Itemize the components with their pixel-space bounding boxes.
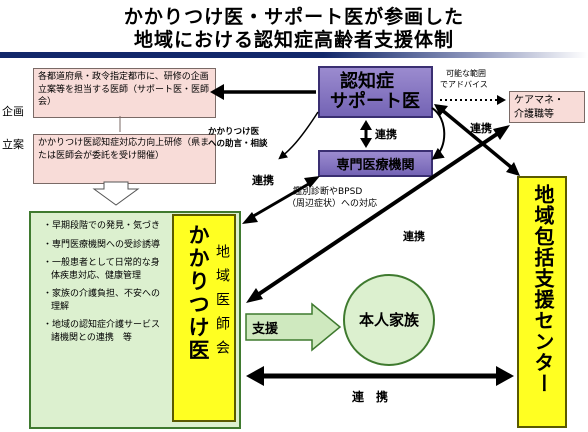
- renkei-label-4: 連 携: [352, 390, 389, 404]
- gp-title: かかりつけ医: [186, 224, 210, 362]
- gp-item-text: 家族の介護負担、不安への理解: [51, 289, 161, 312]
- gp-item-text: 専門医療機関への受診誘導: [52, 239, 161, 250]
- community-center-label: 地域包括支援センター: [531, 184, 555, 394]
- renkei-label-1: 連携: [252, 174, 274, 187]
- gp-item-text: 早期段階での発見・気づき: [52, 221, 161, 231]
- renkei-label-2: 連携: [470, 122, 492, 135]
- hollow-down-arrow: [92, 181, 140, 206]
- arrow-care-gp-diagonal: [246, 125, 510, 303]
- care-manager-line-1: ケアマネ・: [514, 95, 564, 106]
- support-arrow: [245, 302, 342, 352]
- diagnosis-line-2: （周辺症状）への対応: [287, 199, 378, 209]
- training-box: かかりつけ医認知症対応力向上研修（県または医師会が委託を受け開催）: [33, 134, 216, 184]
- advice-label-line-1: 可能な範囲: [446, 69, 486, 78]
- arrow-gp-specialist: [242, 176, 320, 224]
- prefecture-box: 各都道府県・政令指定都市に、研修の企画立案等を担当する医師（サポート医・医師会）: [33, 68, 216, 118]
- shien-label: 支援: [252, 322, 279, 337]
- gp-item-text: 地域の認知症介護サービス諸機関との連携 等: [51, 320, 161, 343]
- gp-item-list: ・早期段階での発見・気づき ・専門医療機関への受診誘導 ・一般患者として日常的な…: [31, 213, 167, 344]
- gp-item-text: 一般患者として日常的な身体疾患対応、健康管理: [51, 258, 160, 281]
- support-doctor-line-2: サポート医: [330, 91, 420, 112]
- curved-arrow-right: [431, 107, 446, 160]
- renkei-label-3: 連携: [403, 230, 425, 243]
- gp-item: ・専門医療機関への受診誘導: [43, 239, 161, 250]
- arrow-gp-center: [246, 366, 514, 386]
- specialist-box: 専門医療機関: [318, 150, 433, 177]
- advice-to-gp-label: かかりつけ医 への助言・相談: [208, 126, 268, 150]
- gp-item: ・一般患者として日常的な身体疾患対応、健康管理: [43, 258, 160, 281]
- diagnosis-label: 鑑別診断やBPSD （周辺症状）への対応: [287, 186, 377, 210]
- title-rule: [0, 52, 588, 58]
- support-doctor-box: 認知症 サポート医: [318, 66, 433, 118]
- advice-label-line-2: でアドバイス: [440, 80, 488, 89]
- gp-item: ・地域の認知症介護サービス諸機関との連携 等: [43, 320, 161, 343]
- arrow-to-prefecture: [210, 84, 316, 100]
- curved-arrow-to-gp: [278, 111, 319, 160]
- community-center-box: 地域包括支援センター: [517, 176, 567, 428]
- gp-subtitle: 地域医師会: [214, 244, 230, 364]
- care-manager-box: ケアマネ・ 介護職等: [509, 91, 585, 123]
- patient-family-circle: 本人家族: [343, 274, 435, 366]
- label-kikaku: 企画: [2, 105, 24, 118]
- advice-to-gp-line-1: かかりつけ医: [208, 127, 260, 137]
- advice-label: 可能な範囲 でアドバイス: [440, 68, 488, 90]
- title-line-1: かかりつけ医・サポート医が参画した: [123, 6, 465, 28]
- advice-to-gp-line-2: への助言・相談: [208, 139, 268, 149]
- arrow-support-specialist: [360, 120, 372, 148]
- gp-item: ・早期段階での発見・気づき: [43, 221, 161, 231]
- label-ritsuan: 立案: [2, 138, 24, 151]
- title-line-2: 地域における認知症高齢者支援体制: [133, 29, 454, 51]
- gp-inner-box: かかりつけ医 地域医師会: [172, 214, 236, 422]
- gp-item: ・家族の介護負担、不安への理解: [43, 289, 161, 312]
- support-doctor-line-1: 認知症: [340, 71, 394, 92]
- dotted-arrow-care-manager: [440, 95, 506, 105]
- renkei-mid-label: 連携: [375, 128, 397, 141]
- care-manager-line-2: 介護職等: [514, 109, 554, 120]
- arrow-support-center: [434, 104, 520, 176]
- diagnosis-line-1: 鑑別診断やBPSD: [293, 187, 363, 197]
